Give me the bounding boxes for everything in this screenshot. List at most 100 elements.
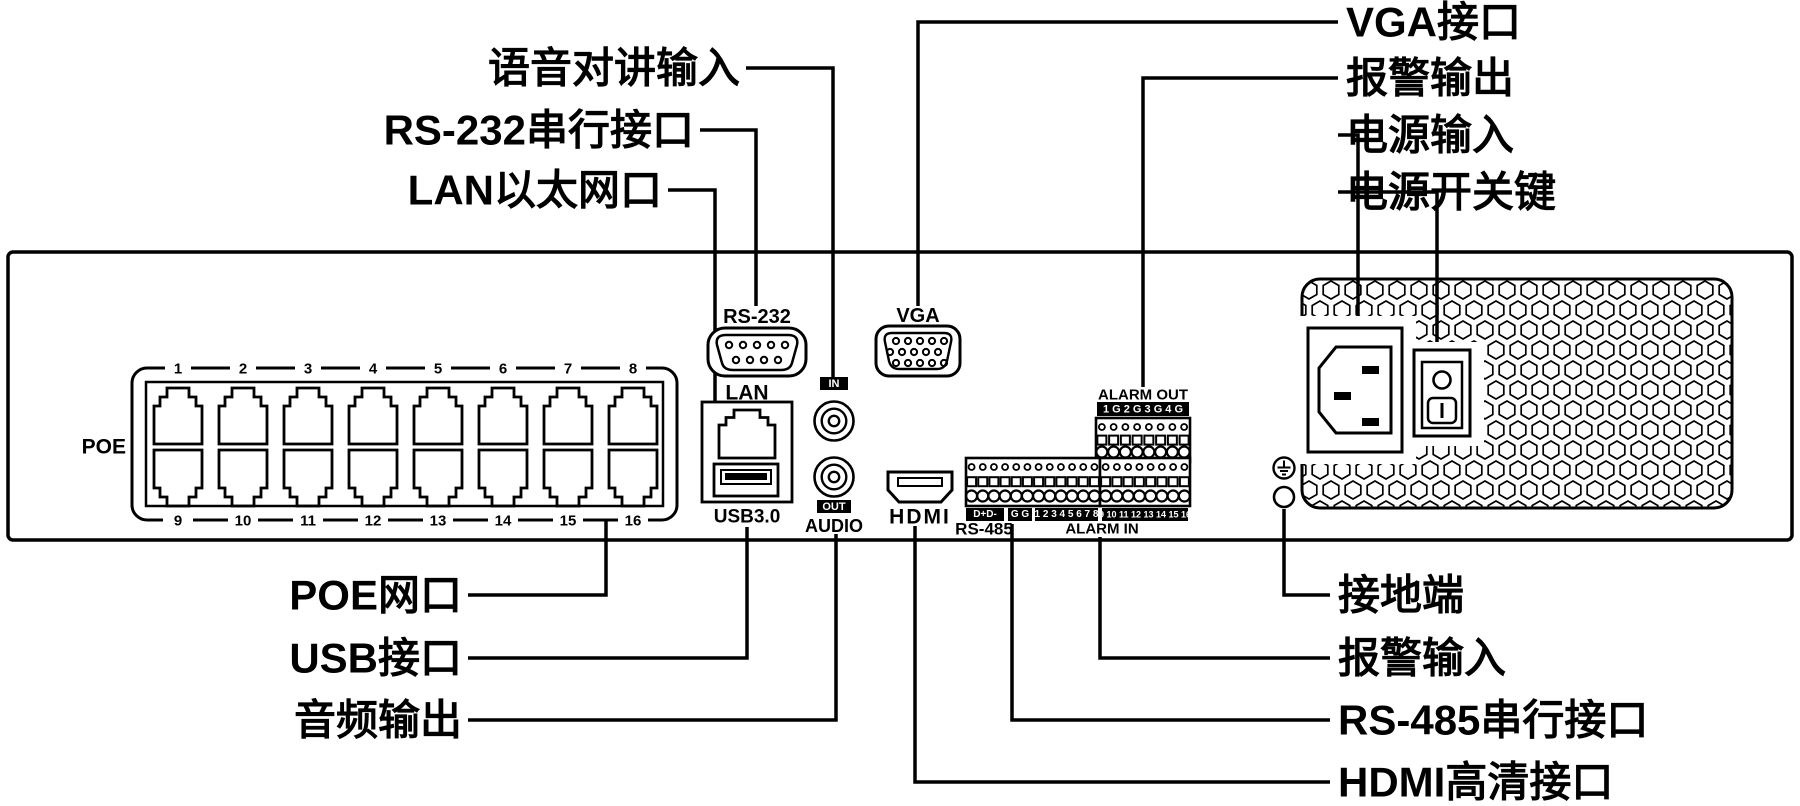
poe-number-bg: [555, 361, 581, 376]
terminal-screw: [1157, 463, 1166, 471]
poe-port[interactable]: [217, 386, 269, 446]
terminal-slot: [1033, 476, 1045, 488]
poe-number-bg: [620, 361, 646, 376]
poe-number-bg: [425, 361, 451, 376]
poe-port[interactable]: [152, 386, 204, 446]
poe-port[interactable]: [542, 386, 594, 446]
ground-symbol: [1277, 460, 1291, 476]
hdmi-leader: [913, 526, 1330, 784]
label-rs232-serial: RS-232串行接口: [384, 107, 694, 154]
poe-port[interactable]: [412, 386, 464, 446]
terminal-slot: [1077, 476, 1089, 488]
rs232-label: RS-232: [723, 306, 791, 328]
audio-label: AUDIO: [805, 516, 863, 536]
terminal-screw: [1133, 423, 1142, 431]
poe-number-bg: [423, 513, 453, 528]
terminal-screw: [1012, 463, 1021, 471]
label-poe-ports: POE网口: [289, 572, 462, 619]
power-inlet: [1306, 326, 1404, 454]
terminal-screw: [1168, 423, 1177, 431]
alarm-out-block: ALARM OUT 1 G 2 G 3 G 4 G: [1094, 387, 1192, 464]
alarm-in-1-8-strip: [1035, 508, 1098, 521]
poe-port[interactable]: [477, 386, 529, 446]
audio-in-tag: [820, 377, 848, 390]
terminal-slot: [1145, 476, 1157, 488]
poe-port-number: 1: [174, 361, 182, 378]
terminal-screw: [1090, 463, 1099, 471]
rs232-pin: [773, 355, 783, 365]
terminal-slot: [1044, 476, 1056, 488]
rs232-pin: [780, 340, 790, 350]
leader-lines: [468, 20, 1439, 784]
rs232-pin: [759, 355, 769, 365]
vga-pin-hole: [903, 336, 913, 346]
label-voice-intercom-in: 语音对讲输入: [488, 45, 740, 92]
poe-port[interactable]: [347, 386, 399, 446]
vga-pin-hole: [885, 347, 895, 357]
terminal-slot: [1021, 476, 1033, 488]
vga-pin-hole: [939, 336, 949, 346]
power-area: [1272, 277, 1734, 510]
poe-port[interactable]: [477, 448, 529, 508]
label-vga: VGA接口: [1346, 0, 1521, 46]
poe-port[interactable]: [152, 448, 204, 508]
poe-port[interactable]: [607, 448, 659, 508]
label-power-in: 电源输入: [1346, 112, 1514, 159]
terminal-slot: [1111, 476, 1123, 488]
audio-out-rca: [813, 456, 855, 498]
rs232-pin: [752, 340, 762, 350]
rs485-strip: [966, 508, 1004, 521]
poe-port[interactable]: [412, 448, 464, 508]
terminal-screw: [967, 463, 976, 471]
vga-inner: [883, 331, 953, 371]
usb-contact-bar: [725, 473, 767, 480]
alarm-out-label: ALARM OUT: [1098, 387, 1188, 404]
terminal-screw: [1097, 423, 1106, 431]
rs232-port: RS-232: [706, 306, 808, 378]
vga-pin-hole: [939, 358, 949, 368]
terminal-screw: [1001, 463, 1009, 471]
terminal-slot: [977, 476, 989, 488]
terminal-slot: [1178, 476, 1190, 488]
vga-pin-hole: [927, 336, 937, 346]
rs232-pin: [766, 340, 776, 350]
label-audio-out: 音频输出: [294, 697, 462, 744]
poe-number-bg: [358, 513, 388, 528]
poe-port[interactable]: [607, 386, 659, 446]
label-usb: USB接口: [289, 635, 462, 682]
poe-port[interactable]: [542, 448, 594, 508]
alarm-in-label: ALARM IN: [1065, 521, 1138, 538]
ground-screw: [1272, 485, 1296, 509]
vga-leader: [916, 20, 1338, 306]
poe-port[interactable]: [217, 448, 269, 508]
poe-number-bg: [228, 513, 258, 528]
poe-port-number: 14: [495, 513, 512, 530]
terminal-screw: [1169, 463, 1178, 471]
audio-out-tag-text: OUT: [822, 501, 846, 513]
terminal-hole: [1177, 489, 1191, 503]
vga-pin-hole: [927, 358, 937, 368]
power-switch[interactable]: [1412, 348, 1472, 438]
alarm-in-1-8-text: 1 2 3 4 5 6 7 8: [1035, 509, 1099, 520]
poe-port[interactable]: [282, 386, 334, 446]
poe-inner-border: [144, 380, 665, 508]
rs232-pin: [724, 340, 734, 350]
label-alarm-out: 报警输出: [1346, 55, 1514, 102]
rs485-alarm-in-block: D+D- G G 1 2 3 4 5 6 7 8 9 10 11 12 13 1…: [955, 456, 1192, 539]
alarm-in-terminals-right: [1098, 456, 1192, 508]
terminal-screw: [1068, 463, 1076, 471]
poe-port[interactable]: [347, 448, 399, 508]
audio-out-leader: [468, 534, 838, 722]
audio-out-tag: [817, 500, 851, 513]
vga-pin-hole: [933, 347, 943, 357]
terminal-screw: [1112, 463, 1121, 471]
vga-pin-hole: [915, 358, 925, 368]
vga-pin-hole: [909, 347, 919, 357]
vga-pin-holes: [885, 336, 949, 368]
lan-box: [700, 400, 794, 504]
poe-outer-border: [130, 366, 679, 522]
poe-port-number: 11: [300, 513, 316, 530]
poe-port[interactable]: [282, 448, 334, 508]
